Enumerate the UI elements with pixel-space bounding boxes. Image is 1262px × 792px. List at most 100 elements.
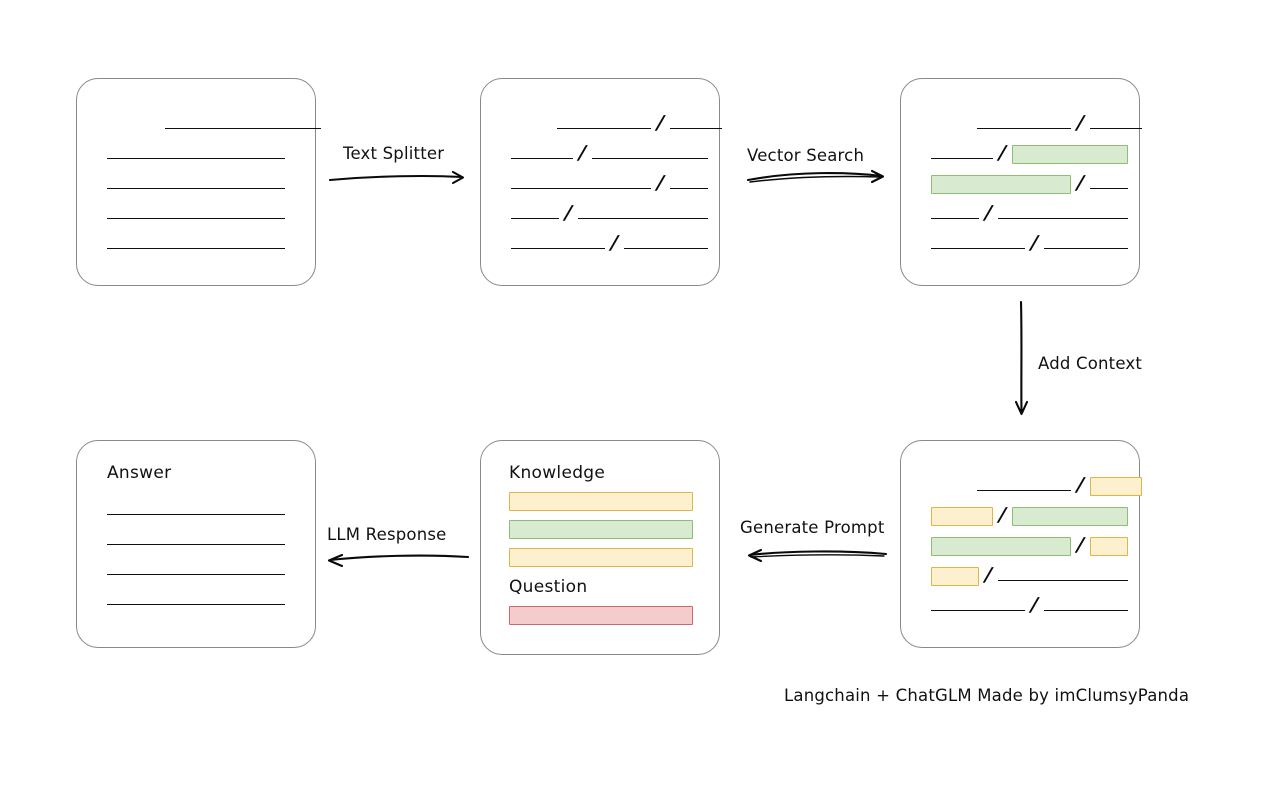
document-row-segments: /	[931, 225, 1128, 255]
text-line-segment	[511, 218, 559, 219]
document-row	[107, 521, 285, 551]
chunk-separator-slash: /	[1076, 474, 1085, 496]
source-document-box[interactable]	[76, 78, 321, 286]
chunk-separator-slash: /	[578, 142, 587, 164]
text-line-segment	[1089, 128, 1142, 129]
prompt-bar-red[interactable]	[509, 606, 693, 625]
document-row-segments: /	[931, 467, 1142, 497]
answer-box[interactable]: Answer	[76, 440, 316, 648]
document-row-segments: /	[931, 195, 1128, 225]
text-line-segment	[997, 580, 1128, 581]
document-row-segments	[107, 105, 321, 135]
document-row: /	[931, 195, 1128, 225]
vector-matched-document-box[interactable]: /////	[900, 78, 1142, 286]
prompt-bar-yellow[interactable]	[509, 548, 693, 567]
document-row-segments: /	[511, 225, 708, 255]
text-line-segment	[107, 158, 285, 159]
document-row-segments: /	[931, 135, 1128, 165]
text-line-segment	[977, 128, 1071, 129]
row-list: /////	[511, 105, 722, 255]
text-line-segment	[1089, 188, 1128, 189]
chunk-separator-slash: /	[564, 202, 573, 224]
context-document-box[interactable]: /////	[900, 440, 1142, 648]
text-line-segment	[107, 604, 285, 605]
text-line-segment	[107, 248, 285, 249]
text-line-segment	[1043, 248, 1128, 249]
prompt-bar-green[interactable]	[509, 520, 693, 539]
text-line-segment	[577, 218, 708, 219]
prompt-content: Knowledge Question	[481, 441, 719, 654]
source-document-content	[77, 79, 321, 285]
document-row	[107, 225, 285, 255]
document-row-segments: /	[511, 135, 708, 165]
document-row-segments	[107, 225, 285, 255]
chunk-separator-slash: /	[998, 504, 1007, 526]
text-line-segment	[931, 158, 993, 159]
highlighted-chunk-yellow[interactable]	[1089, 537, 1128, 556]
text-line-segment	[1043, 610, 1128, 611]
arrow-vector-search	[746, 169, 885, 184]
row-list: /////	[931, 467, 1142, 617]
document-row-segments	[107, 521, 285, 551]
document-row: /	[931, 527, 1128, 557]
split-document-box[interactable]: /////	[480, 78, 722, 286]
document-row	[107, 165, 285, 195]
vector-matched-document-content: /////	[901, 79, 1142, 285]
arrow-label-generate-prompt: Generate Prompt	[740, 518, 885, 537]
chunk-separator-slash: /	[1030, 232, 1039, 254]
text-line-segment	[669, 188, 708, 189]
text-line-segment	[511, 158, 573, 159]
document-row: /	[931, 587, 1128, 617]
document-row: /	[511, 165, 708, 195]
prompt-box[interactable]: Knowledge Question	[480, 440, 720, 655]
document-row: /	[511, 105, 722, 135]
text-line-segment	[931, 218, 979, 219]
document-row-segments	[107, 581, 285, 611]
row-list	[107, 105, 321, 255]
text-line-segment	[107, 514, 285, 515]
arrow-text-splitter	[328, 170, 465, 185]
document-row-segments: /	[931, 165, 1128, 195]
document-row	[107, 135, 285, 165]
text-line-segment	[591, 158, 708, 159]
chunk-separator-slash: /	[1076, 534, 1085, 556]
document-row-segments	[107, 195, 285, 225]
chunk-separator-slash: /	[656, 112, 665, 134]
highlighted-chunk-green[interactable]	[1011, 507, 1128, 526]
document-row: /	[931, 467, 1142, 497]
document-row	[107, 491, 285, 521]
document-row	[107, 581, 285, 611]
text-line-segment	[931, 610, 1025, 611]
text-line-segment	[669, 128, 722, 129]
document-row: /	[511, 195, 708, 225]
context-document-content: /////	[901, 441, 1142, 647]
highlighted-chunk-yellow[interactable]	[931, 507, 993, 526]
document-row-segments: /	[511, 165, 708, 195]
arrow-label-add-context: Add Context	[1038, 354, 1143, 373]
arrow-label-text-splitter: Text Splitter	[343, 144, 445, 163]
document-row-segments	[107, 165, 285, 195]
text-line-segment	[557, 128, 651, 129]
text-line-segment	[107, 574, 285, 575]
highlighted-chunk-green[interactable]	[931, 537, 1071, 556]
arrow-label-vector-search: Vector Search	[747, 146, 865, 165]
text-line-segment	[511, 248, 605, 249]
highlighted-chunk-yellow[interactable]	[931, 567, 979, 586]
arrow-llm-response	[327, 553, 470, 568]
document-row: /	[931, 105, 1142, 135]
highlighted-chunk-green[interactable]	[1011, 145, 1128, 164]
highlighted-chunk-yellow[interactable]	[1089, 477, 1142, 496]
document-row-segments	[107, 135, 285, 165]
arrow-generate-prompt	[747, 548, 888, 563]
highlighted-chunk-green[interactable]	[931, 175, 1071, 194]
document-row: /	[511, 135, 708, 165]
document-row-segments: /	[931, 497, 1128, 527]
document-row: /	[931, 225, 1128, 255]
split-document-content: /////	[481, 79, 722, 285]
text-line-segment	[511, 188, 651, 189]
prompt-bar-yellow[interactable]	[509, 492, 693, 511]
document-row: /	[931, 497, 1128, 527]
document-row-segments: /	[931, 587, 1128, 617]
chunk-separator-slash: /	[1076, 112, 1085, 134]
document-row-segments: /	[511, 195, 708, 225]
